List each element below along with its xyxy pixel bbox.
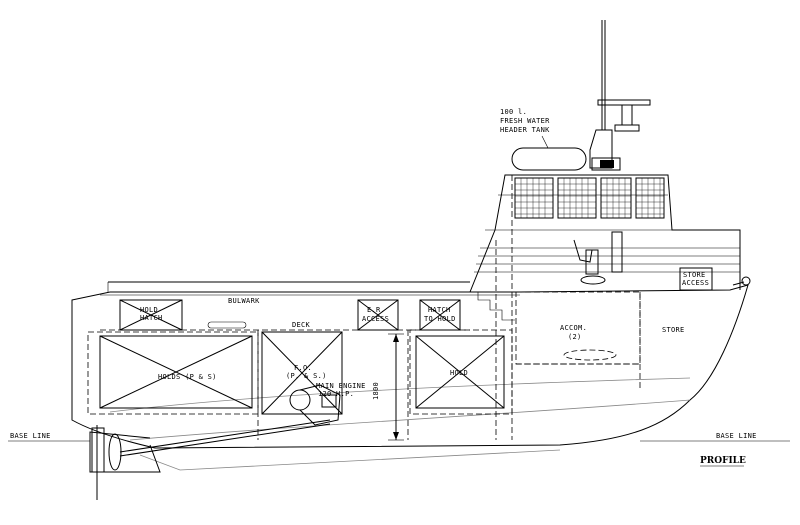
main-engine-label-line1: MAIN ENGINE bbox=[316, 382, 366, 390]
deck-label: DECK bbox=[292, 321, 311, 329]
store-access-hatch: STORE ACCESS bbox=[679, 267, 713, 291]
bulwark-label: BULWARK bbox=[228, 297, 260, 305]
er-access-label-line1: E.R. bbox=[367, 306, 385, 314]
header-tank-label: 100 l. FRESH WATER HEADER TANK bbox=[500, 108, 550, 134]
dimension-1800 bbox=[388, 333, 404, 441]
wheelhouse-windows bbox=[514, 177, 665, 219]
holds-compartment bbox=[87, 331, 259, 415]
mast bbox=[589, 20, 651, 171]
hold-hatch bbox=[119, 299, 183, 331]
hold-label: HOLD bbox=[450, 369, 468, 377]
hold-hatch-label: HOLD HATCH bbox=[140, 306, 163, 322]
hatch-to-hold-label-line1: HATCH bbox=[428, 306, 451, 314]
hold-compartment bbox=[409, 329, 513, 415]
store-label: STORE bbox=[662, 326, 685, 334]
hull bbox=[71, 281, 749, 473]
deckhouse bbox=[469, 174, 741, 321]
deck-vent bbox=[207, 321, 247, 329]
bow-fairlead bbox=[732, 276, 751, 286]
main-engine bbox=[119, 384, 341, 457]
accom-label-line1: ACCOM. bbox=[560, 324, 587, 332]
rudder bbox=[91, 425, 122, 500]
store-access-label-line2: ACCESS bbox=[682, 279, 709, 287]
er-access-hatch bbox=[357, 299, 399, 331]
fuel-oil-tanks bbox=[261, 331, 343, 415]
base-line-label-left: BASE LINE bbox=[10, 432, 51, 440]
dimension-label: 1800 bbox=[372, 382, 380, 400]
header-tank-label-line1: 100 l. bbox=[500, 108, 527, 116]
fo-label-line1: F.O. bbox=[294, 364, 312, 372]
hatch-to-hold-label-line2: TO HOLD bbox=[424, 315, 456, 323]
drawing-title: PROFILE bbox=[700, 456, 746, 466]
hatch-to-hold bbox=[419, 299, 461, 331]
helm-seat bbox=[573, 231, 623, 285]
header-tank-label-line3: HEADER TANK bbox=[500, 126, 550, 134]
store-access-label-line1: STORE bbox=[683, 271, 706, 279]
hold-hatch-label-line1: HOLD bbox=[140, 306, 158, 314]
main-engine-label-line2: 120 H.P. bbox=[318, 390, 354, 398]
accommodation bbox=[515, 291, 641, 390]
holds-label: HOLDS (P & S) bbox=[158, 373, 217, 381]
base-line-label-right: BASE LINE bbox=[716, 432, 757, 440]
header-tank bbox=[511, 135, 587, 171]
header-tank-label-line2: FRESH WATER bbox=[500, 117, 550, 125]
fo-label-line2: (P. & S.) bbox=[286, 372, 327, 380]
accom-label-line2: (2) bbox=[568, 333, 582, 341]
er-access-label-line2: ACCESS bbox=[362, 315, 389, 323]
hold-hatch-label-line2: HATCH bbox=[140, 314, 163, 322]
